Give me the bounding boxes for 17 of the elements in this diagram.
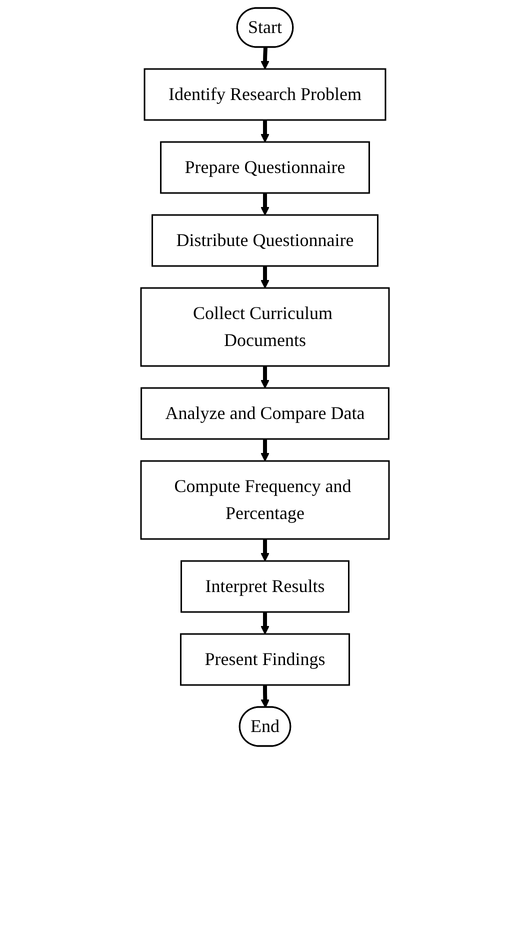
arrow <box>260 192 270 216</box>
node-box: Prepare Questionnaire <box>160 141 370 194</box>
arrow <box>260 438 270 462</box>
arrow <box>260 612 270 634</box>
arrow <box>260 266 270 288</box>
arrow <box>260 120 270 142</box>
node-box: Collect Curriculum Documents <box>140 287 390 367</box>
node-box: Compute Frequency and Percentage <box>140 460 390 540</box>
arrow <box>260 47 270 70</box>
node-box: Distribute Questionnaire <box>152 214 378 267</box>
arrow <box>260 366 270 388</box>
arrow <box>260 538 270 562</box>
node-box: Present Findings <box>180 633 350 686</box>
arrow <box>260 684 270 708</box>
node-box: Identify Research Problem <box>144 68 386 121</box>
node-box: Interpret Results <box>180 560 350 613</box>
node-box: Analyze and Compare Data <box>140 387 390 440</box>
